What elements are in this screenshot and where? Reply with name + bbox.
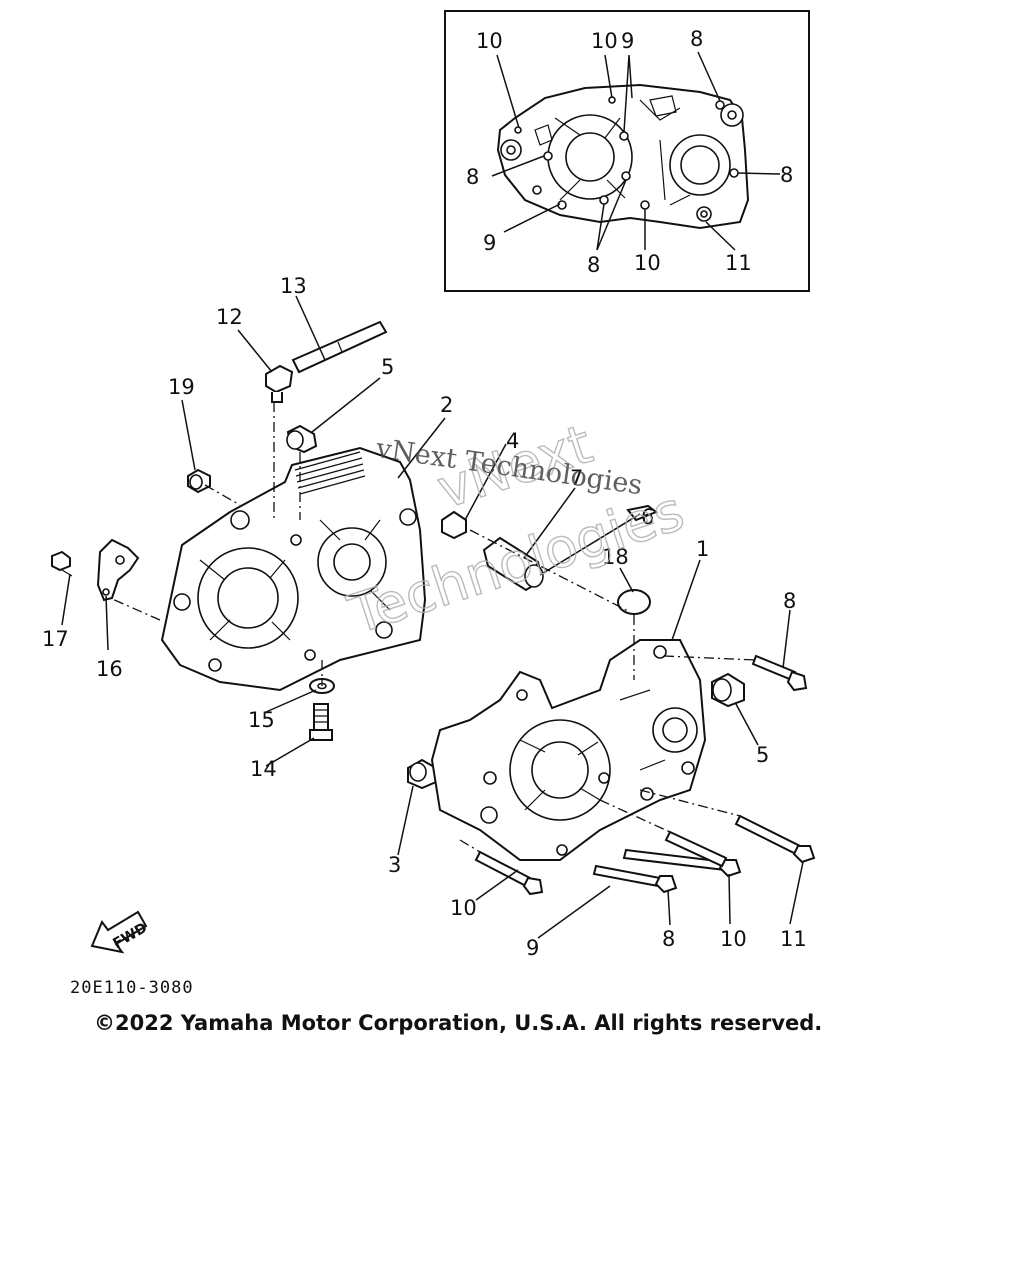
inset-callout: 8 [780,163,793,187]
inset-view: 10 10 9 8 8 8 9 8 10 11 [444,10,810,292]
callout: 6 [641,505,654,529]
callout: 8 [783,589,796,613]
callout: 10 [450,896,477,920]
callout: 13 [280,274,307,298]
callout: 4 [506,429,519,453]
chain-guide-bracket [51,538,140,602]
inset-callout: 11 [725,251,752,275]
left-crankcase [160,446,427,692]
leader-lines [61,295,804,939]
callout: 19 [168,375,195,399]
inset-callout: 10 [476,29,503,53]
callout: 3 [388,853,401,877]
case-bolts [474,654,816,896]
callout: 17 [42,627,69,651]
inset-callout: 8 [690,27,703,51]
callout: 16 [96,657,123,681]
right-crankcase [430,639,707,861]
callout: 14 [250,757,277,781]
assembly-lines [109,402,757,853]
callout: 7 [570,466,583,490]
drain-bolt [309,678,335,741]
inset-callout: 10 [634,251,661,275]
callout: 18 [602,545,629,569]
pipe-and-fitting [265,320,388,403]
copyright-notice: ©2022 Yamaha Motor Corporation, U.S.A. A… [94,1011,822,1035]
callout: 15 [248,708,275,732]
callout: 10 [720,927,747,951]
inset-callout: 9 [483,231,496,255]
inset-callout: 8 [587,253,600,277]
callout: 1 [696,537,709,561]
callout: 12 [216,305,243,329]
drawing-code: 20E110-3080 [70,978,194,998]
main-callouts: 13 12 5 19 2 4 7 6 18 1 8 17 16 15 14 5 … [42,274,807,960]
callout: 11 [780,927,807,951]
callout: 8 [662,927,675,951]
callout: 5 [756,743,769,767]
fwd-arrow-icon: FWD [90,910,150,954]
callout: 9 [526,936,539,960]
inset-callout: 8 [466,165,479,189]
callout: 5 [381,355,394,379]
inset-callout: 10 [591,29,618,53]
dowel-pins [187,424,745,790]
inset-callout: 9 [621,29,634,53]
callout: 2 [440,393,453,417]
